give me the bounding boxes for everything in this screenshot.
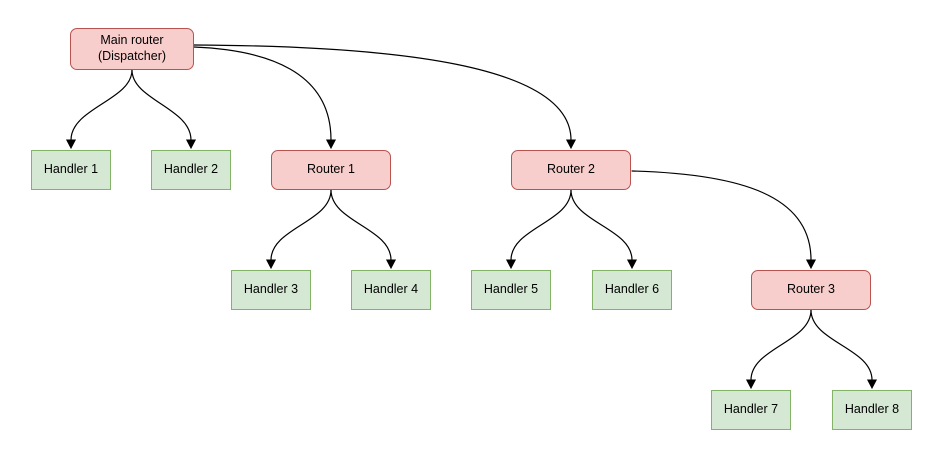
arrowhead-ah-r1 bbox=[325, 139, 337, 150]
node-label-handler-6: Handler 6 bbox=[604, 282, 660, 297]
arrowhead-ah-h5 bbox=[505, 259, 517, 270]
edge-router-1-to-handler-3 bbox=[270, 189, 332, 261]
arrowhead-ah-h8 bbox=[866, 379, 878, 390]
node-handler-2[interactable]: Handler 2 bbox=[151, 150, 231, 190]
node-handler-3[interactable]: Handler 3 bbox=[231, 270, 311, 310]
node-router-1[interactable]: Router 1 bbox=[271, 150, 391, 190]
node-handler-1[interactable]: Handler 1 bbox=[31, 150, 111, 190]
node-label-handler-1: Handler 1 bbox=[43, 162, 99, 177]
node-router-2[interactable]: Router 2 bbox=[511, 150, 631, 190]
node-handler-8[interactable]: Handler 8 bbox=[832, 390, 912, 430]
edge-main-router-to-handler-2 bbox=[131, 69, 192, 141]
arrowhead-ah-r3 bbox=[805, 259, 817, 270]
node-label-handler-5: Handler 5 bbox=[483, 282, 539, 297]
arrowhead-ah-h1 bbox=[65, 139, 77, 150]
node-label-router-3: Router 3 bbox=[787, 282, 835, 297]
node-handler-4[interactable]: Handler 4 bbox=[351, 270, 431, 310]
node-label-handler-4: Handler 4 bbox=[363, 282, 419, 297]
node-main-router[interactable]: Main router (Dispatcher) bbox=[70, 28, 194, 70]
edge-router-2-to-handler-5 bbox=[510, 189, 572, 261]
node-handler-7[interactable]: Handler 7 bbox=[711, 390, 791, 430]
edge-main-router-to-router-1 bbox=[193, 46, 332, 141]
node-label-handler-2: Handler 2 bbox=[163, 162, 219, 177]
arrowhead-ah-h7 bbox=[745, 379, 757, 390]
edge-main-router-to-handler-1 bbox=[70, 69, 133, 141]
node-handler-5[interactable]: Handler 5 bbox=[471, 270, 551, 310]
node-handler-6[interactable]: Handler 6 bbox=[592, 270, 672, 310]
arrowhead-ah-h4 bbox=[385, 259, 397, 270]
edge-router-2-to-handler-6 bbox=[570, 189, 633, 261]
edge-router-2-to-router-3 bbox=[631, 170, 812, 261]
node-label-handler-7: Handler 7 bbox=[723, 402, 779, 417]
edge-router-1-to-handler-4 bbox=[330, 189, 392, 261]
edge-main-router-to-router-2 bbox=[193, 44, 572, 141]
arrowhead-ah-r2 bbox=[565, 139, 577, 150]
arrowhead-ah-h2 bbox=[185, 139, 197, 150]
node-label-handler-8: Handler 8 bbox=[844, 402, 900, 417]
arrowhead-ah-h6 bbox=[626, 259, 638, 270]
arrowhead-ah-h3 bbox=[265, 259, 277, 270]
node-label-router-2: Router 2 bbox=[547, 162, 595, 177]
edge-router-3-to-handler-7 bbox=[750, 309, 812, 381]
node-label-main-router: Main router (Dispatcher) bbox=[97, 33, 167, 63]
node-router-3[interactable]: Router 3 bbox=[751, 270, 871, 310]
node-label-handler-3: Handler 3 bbox=[243, 282, 299, 297]
node-label-router-1: Router 1 bbox=[307, 162, 355, 177]
edge-router-3-to-handler-8 bbox=[810, 309, 873, 381]
